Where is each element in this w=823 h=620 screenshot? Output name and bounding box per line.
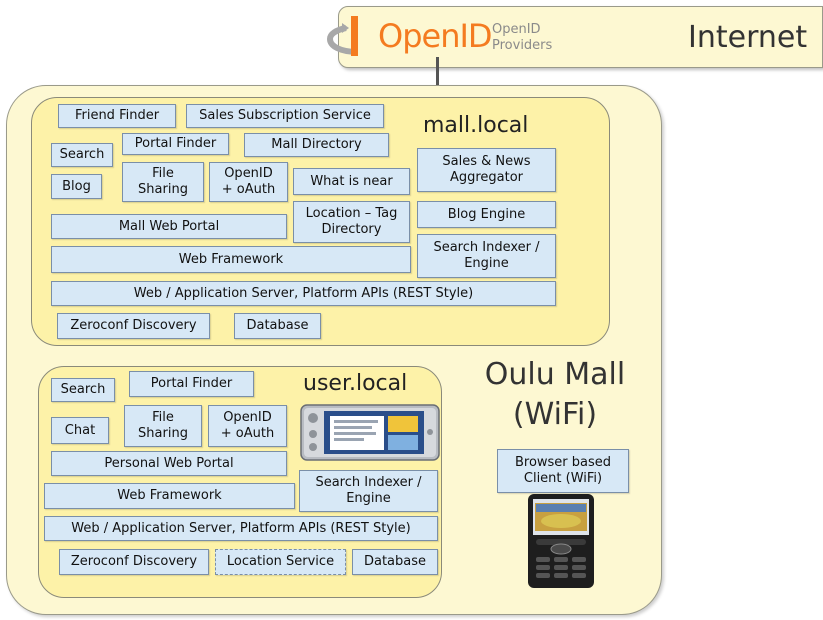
location-tag-directory-box: Location – Tag Directory [293, 201, 410, 243]
openid-providers-label: OpenID Providers [492, 22, 552, 54]
user-web-framework-box: Web Framework [44, 483, 295, 509]
user-openid-oauth-box: OpenID + oAuth [208, 405, 287, 447]
search-indexer-line-2: Engine [464, 256, 509, 271]
user-search-indexer-line-2: Engine [346, 491, 391, 506]
user-search-indexer-line-1: Search Indexer / [315, 475, 422, 490]
oulu-title-line-1: Oulu Mall [484, 357, 626, 392]
openid-logo-text: OpenID [378, 17, 493, 55]
mall-blog-box: Blog [51, 174, 102, 199]
sales-news-aggregator-box: Sales & News Aggregator [417, 148, 556, 192]
mall-file-sharing-box: File Sharing [122, 162, 204, 202]
internet-label: Internet [688, 20, 808, 55]
browser-client-line-2: Client (WiFi) [523, 471, 603, 486]
user-local-title: user.local [303, 371, 408, 396]
mall-search-indexer-box: Search Indexer / Engine [417, 234, 556, 278]
mall-search-box: Search [51, 143, 113, 167]
sales-subscription-box: Sales Subscription Service [186, 104, 384, 128]
mall-web-portal-box: Mall Web Portal [51, 214, 287, 239]
internet-tablet-image [300, 404, 440, 461]
user-openid-line-1: OpenID [223, 410, 272, 425]
mall-app-server-box: Web / Application Server, Platform APIs … [51, 281, 556, 306]
user-zeroconf-box: Zeroconf Discovery [59, 549, 209, 575]
user-file-sharing-box: File Sharing [124, 405, 202, 447]
user-chat-box: Chat [51, 417, 109, 444]
user-file-sharing-line-2: Sharing [138, 426, 188, 441]
location-service-box: Location Service [215, 549, 346, 575]
connector-line [436, 57, 439, 89]
browser-client-line-1: Browser based [514, 455, 612, 470]
user-app-server-box: Web / Application Server, Platform APIs … [44, 516, 438, 541]
search-indexer-line-1: Search Indexer / [433, 240, 540, 255]
user-openid-line-2: + oAuth [220, 426, 275, 441]
internet-panel [338, 6, 823, 68]
sales-news-line-2: Aggregator [449, 170, 524, 185]
personal-web-portal-box: Personal Web Portal [51, 451, 287, 476]
user-search-box: Search [51, 378, 115, 402]
oulu-title-line-2: (WiFi) [512, 397, 598, 432]
mobile-phone-image [528, 494, 594, 588]
providers-line-2: Providers [492, 38, 553, 53]
openid-logo-icon [326, 16, 359, 56]
openid-line-1: OpenID [224, 166, 273, 181]
mall-local-title: mall.local [423, 113, 529, 138]
mall-directory-box: Mall Directory [244, 133, 389, 157]
location-tag-line-2: Directory [321, 222, 382, 237]
providers-line-1: OpenID [492, 22, 541, 37]
friend-finder-box: Friend Finder [58, 104, 176, 128]
oulu-mall-title: Oulu Mall (WiFi) [480, 355, 630, 435]
mall-web-framework-box: Web Framework [51, 246, 411, 273]
mall-portal-finder-box: Portal Finder [122, 133, 229, 155]
blog-engine-box: Blog Engine [417, 201, 556, 228]
browser-client-box: Browser based Client (WiFi) [497, 449, 629, 493]
user-search-indexer-box: Search Indexer / Engine [299, 470, 438, 512]
sales-news-line-1: Sales & News [442, 154, 531, 169]
openid-line-2: + oAuth [221, 182, 276, 197]
user-database-box: Database [352, 549, 438, 575]
location-tag-line-1: Location – Tag [305, 206, 398, 221]
mall-zeroconf-box: Zeroconf Discovery [57, 313, 210, 339]
what-is-near-box: What is near [293, 168, 410, 195]
user-portal-finder-box: Portal Finder [129, 371, 254, 397]
mall-openid-oauth-box: OpenID + oAuth [209, 162, 288, 202]
mall-database-box: Database [234, 313, 321, 339]
file-sharing-line-2: Sharing [138, 182, 188, 197]
user-file-sharing-line-1: File [152, 410, 174, 425]
file-sharing-line-1: File [152, 166, 174, 181]
